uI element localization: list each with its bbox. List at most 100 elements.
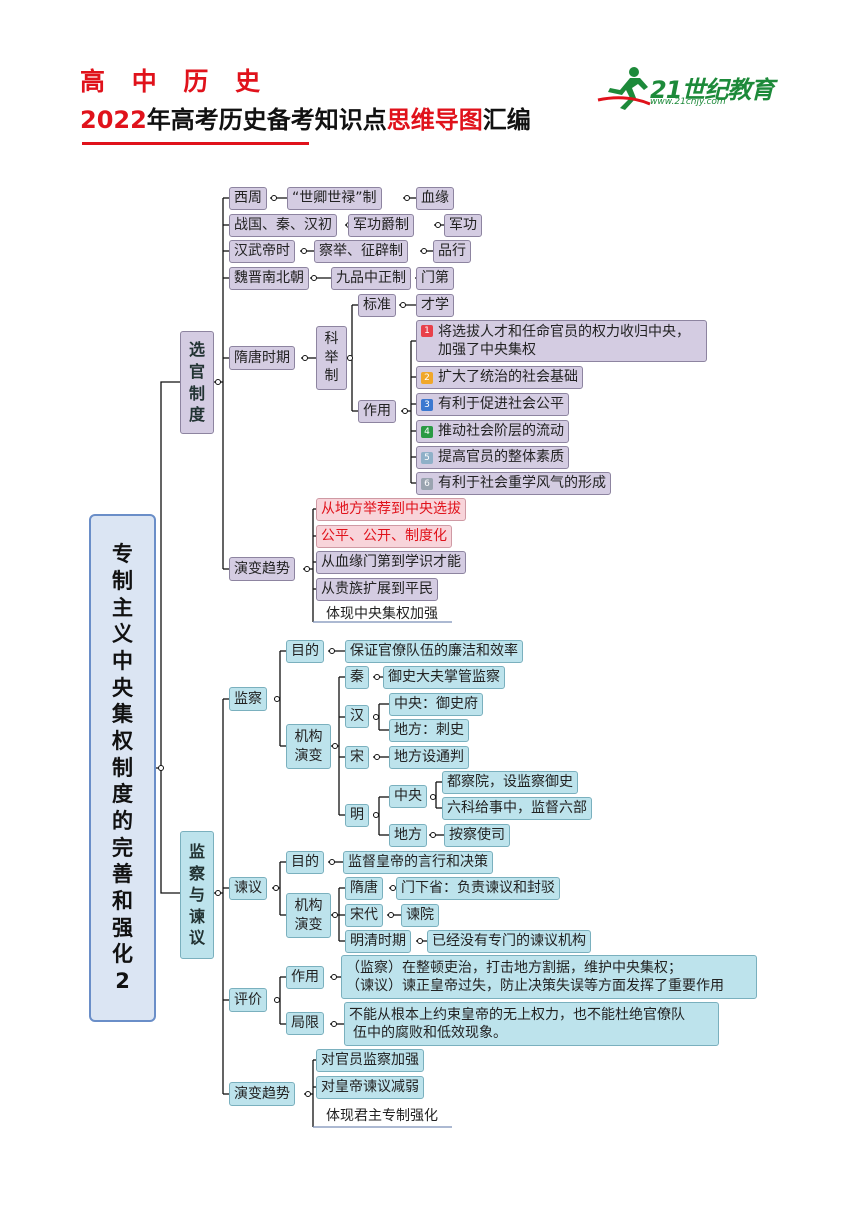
branch-char: 官 <box>188 361 205 381</box>
effect-item: 2 扩大了统治的社会基础 <box>416 366 583 389</box>
effect-line: 扩大了统治的社会基础 <box>438 369 578 386</box>
root-char: 完 <box>112 835 133 860</box>
ming-local: 地方 <box>389 824 427 847</box>
node-org-evolution: 机构演变 <box>286 724 331 769</box>
effect-item: 5 提高官员的整体素质 <box>416 446 569 469</box>
songdai-item: 谏院 <box>401 904 439 927</box>
node-limit: 局限 <box>286 1012 324 1035</box>
number-badge-icon: 3 <box>421 398 433 411</box>
root-char: 央 <box>112 675 133 700</box>
root-char: 和 <box>112 888 133 913</box>
header-title-part3: 汇编 <box>482 106 531 134</box>
dynasty-song: 宋 <box>345 746 369 769</box>
trend-item: 体现中央集权加强 <box>326 605 438 622</box>
node-pingjia: 评价 <box>229 988 267 1012</box>
branch-char: 选 <box>188 340 205 360</box>
node-effect: 作用 <box>358 400 396 423</box>
root-char: 义 <box>112 622 133 647</box>
effect-line: 有利于社会重学风气的形成 <box>438 475 606 492</box>
effect-item: 3 有利于促进社会公平 <box>416 393 569 416</box>
trend-item: 公平、公开、制度化 <box>316 525 452 548</box>
qin-item: 御史大夫掌管监察 <box>383 666 505 689</box>
effect-text: （监察）在整顿吏治，打击地方割据，维护中央集权； （谏议）谏正皇帝过失，防止决策… <box>341 955 757 999</box>
effect-line: 提高官员的整体素质 <box>438 449 564 466</box>
effect-line: 有利于促进社会公平 <box>438 396 564 413</box>
root-node: 专 制 主 义 中 央 集 权 制 度 的 完 善 和 强 化 2 <box>89 514 156 1022</box>
dynasty-mingqing: 明清时期 <box>345 930 411 953</box>
ming-local-item: 按察使司 <box>444 824 510 847</box>
basis-xueyuan: 血缘 <box>416 187 454 210</box>
limit-line: 伍中的腐败和低效现象。 <box>353 1025 507 1041</box>
era-suitang: 隋唐时期 <box>229 346 295 370</box>
root-char: 专 <box>112 542 133 567</box>
dynasty-qin: 秦 <box>345 666 369 689</box>
era-weijin: 魏晋南北朝 <box>229 267 309 290</box>
era-hanwudi: 汉武帝时 <box>229 240 295 263</box>
node-effect: 作用 <box>286 966 324 989</box>
effect-line: （监察）在整顿吏治，打击地方割据，维护中央集权； <box>346 959 682 976</box>
logo-url: www.21cnjy.com <box>650 97 726 107</box>
header-underline <box>82 142 309 145</box>
effect-line: 将选拔人才和任命官员的权力收归中央， <box>438 323 690 340</box>
effect-text: 将选拔人才和任命官员的权力收归中央， 加强了中央集权 <box>438 323 690 359</box>
root-char: 化 <box>112 942 133 967</box>
effect-line: 推动社会阶层的流动 <box>438 423 564 440</box>
ming-central-item: 六科给事中，监督六部 <box>442 797 592 820</box>
mingqing-item: 已经没有专门的谏议机构 <box>427 930 591 953</box>
keju-char: 制 <box>324 368 339 385</box>
number-badge-icon: 2 <box>421 371 433 384</box>
header-subject: 高 中 历 史 <box>80 67 270 96</box>
root-char: 主 <box>112 595 133 620</box>
dynasty-ming: 明 <box>345 804 369 827</box>
node-trend: 演变趋势 <box>229 1082 295 1106</box>
branch-char: 监 <box>188 842 205 862</box>
root-char: 制 <box>112 569 133 594</box>
root-char: 2 <box>115 968 130 993</box>
node-jianyi: 谏议 <box>229 877 267 900</box>
dynasty-songdai: 宋代 <box>345 904 383 927</box>
basis-mendi: 门第 <box>416 267 454 290</box>
runner-logo-icon <box>597 67 651 110</box>
node-standard: 标准 <box>358 294 396 317</box>
ming-central: 中央 <box>389 785 427 808</box>
root-char: 权 <box>112 729 133 754</box>
effect-item: 6 有利于社会重学风气的形成 <box>416 472 611 495</box>
era-zhanguo: 战国、秦、汉初 <box>229 214 337 237</box>
effect-line: （谏议）谏正皇帝过失，防止决策失误等方面发挥了重要作用 <box>346 978 724 994</box>
root-char: 的 <box>112 808 133 833</box>
han-central: 中央：御史府 <box>389 693 483 716</box>
node-purpose: 目的 <box>286 851 324 874</box>
branch-jiancha-jianyi: 监 察 与 谏 议 <box>180 831 214 959</box>
trend-item: 对官员监察加强 <box>316 1049 424 1072</box>
effect-line: 加强了中央集权 <box>438 342 536 358</box>
root-char: 强 <box>112 915 133 940</box>
limit-text: 不能从根本上约束皇帝的无上权力，也不能杜绝官僚队 伍中的腐败和低效现象。 <box>344 1002 719 1046</box>
trend-item: 体现君主专制强化 <box>326 1107 438 1124</box>
root-char: 度 <box>112 782 133 807</box>
node-purpose: 目的 <box>286 640 324 663</box>
standard-caixue: 才学 <box>416 294 454 317</box>
branch-char: 议 <box>188 928 205 948</box>
node-jiancha: 监察 <box>229 687 267 711</box>
branch-char: 度 <box>188 405 205 425</box>
basis-pinxing: 品行 <box>433 240 471 263</box>
trend-item: 从地方举荐到中央选拔 <box>316 498 466 521</box>
header-title: 2022年高考历史备考知识点思维导图汇编 <box>80 100 531 135</box>
header-year: 2022 <box>80 106 147 134</box>
purpose-text: 监督皇帝的言行和决策 <box>343 851 493 874</box>
dynasty-han: 汉 <box>345 705 369 728</box>
root-char: 制 <box>112 755 133 780</box>
root-char: 集 <box>112 702 133 727</box>
logo-text: 21世纪教育 <box>650 76 774 104</box>
system-shiqing: “世卿世禄”制 <box>287 187 382 210</box>
effect-item: 1 将选拔人才和任命官员的权力收归中央， 加强了中央集权 <box>416 320 707 362</box>
header-title-part1: 年高考历史备考知识点 <box>146 106 387 134</box>
basis-jungong: 军功 <box>444 214 482 237</box>
song-item: 地方设通判 <box>389 746 469 769</box>
number-badge-icon: 1 <box>421 325 433 337</box>
dynasty-suitang: 隋唐 <box>345 877 383 900</box>
ming-central-item: 都察院，设监察御史 <box>442 771 578 794</box>
branch-xuanguan: 选 官 制 度 <box>180 331 214 434</box>
effect-item: 4 推动社会阶层的流动 <box>416 420 569 443</box>
number-badge-icon: 6 <box>421 477 433 490</box>
